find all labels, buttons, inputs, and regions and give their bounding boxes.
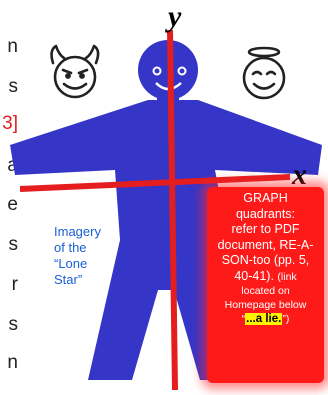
- callout-link-line: “...a lie.”): [213, 313, 318, 326]
- callout-line: refer to PDF: [213, 222, 318, 238]
- caption-line: “Lone: [54, 256, 128, 272]
- lone-star-caption: Imagery of the “Lone Star”: [54, 224, 128, 288]
- caption-line: Imagery: [54, 224, 128, 240]
- callout-pages: 40-41).: [234, 269, 274, 283]
- callout-line: Homepage below: [213, 299, 318, 312]
- x-axis-label: x: [292, 160, 307, 190]
- callout-link-note: (link: [277, 271, 296, 283]
- caption-line: of the: [54, 240, 128, 256]
- callout-line: located on: [213, 285, 318, 298]
- callout-line: SON-too (pp. 5,: [213, 253, 318, 269]
- callout-line: document, RE-A-: [213, 238, 318, 254]
- angel-smiley-icon: [244, 48, 284, 98]
- callout-line: GRAPH: [213, 191, 318, 207]
- devil-smiley-icon: [52, 46, 99, 97]
- graph-quadrants-callout[interactable]: GRAPH quadrants: refer to PDF document, …: [207, 187, 324, 383]
- y-axis-label: y: [168, 2, 181, 32]
- callout-line: quadrants:: [213, 207, 318, 223]
- quote-close: ”): [282, 313, 289, 325]
- caption-line: Star”: [54, 272, 128, 288]
- a-lie-link[interactable]: ...a lie.: [245, 313, 282, 325]
- callout-line: 40-41). (link: [213, 269, 318, 285]
